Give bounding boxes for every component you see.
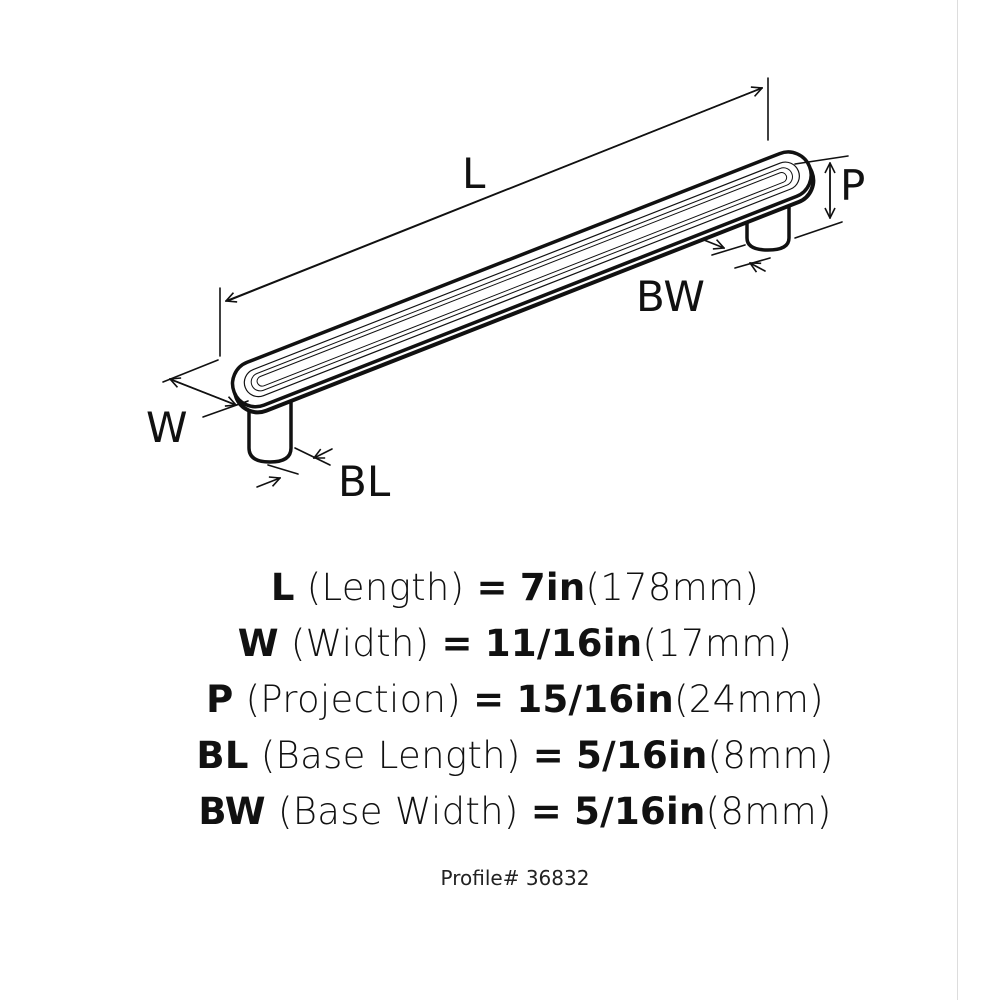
spec-abbr: L [270,566,295,609]
spec-equals: = [530,790,563,833]
spec-metric: (8mm) [705,790,832,833]
label-bl: BL [338,457,391,506]
label-p: P [840,161,865,210]
spec-metric: (178mm) [585,566,760,609]
bw-arrow-right [750,263,766,271]
spec-abbr: BW [198,790,266,833]
profile-number: Profile# 36832 [440,866,590,890]
spec-name: (Length) [306,566,465,609]
spec-name: (Width) [290,622,430,665]
spec-abbr: BL [196,734,249,777]
spec-width: W (Width) = 11/16in(17mm) [0,616,1000,672]
spec-metric: (8mm) [707,734,834,777]
label-bw: BW [636,272,705,321]
spec-imperial: 15/16in [516,678,675,721]
w-extension-bottom [202,400,249,418]
p-extension-bottom [794,221,843,239]
spec-length: L (Length) = 7in(178mm) [0,560,1000,616]
spec-base-length: BL (Base Length) = 5/16in(8mm) [0,728,1000,784]
bl-arrow-right [314,448,333,459]
handle-drawing: L P BW W BL [146,77,865,506]
specifications: L (Length) = 7in(178mm) W (Width) = 11/1… [0,560,1000,840]
spec-abbr: P [206,678,234,721]
spec-name: (Base Width) [277,790,519,833]
spec-name: (Base Length) [260,734,521,777]
spec-imperial: 5/16in [574,790,706,833]
label-l: L [462,149,486,198]
spec-abbr: W [237,622,279,665]
spec-metric: (24mm) [674,678,824,721]
bl-arrow-left [256,478,280,488]
spec-equals: = [441,622,473,665]
spec-name: (Projection) [245,678,461,721]
spec-equals: = [532,734,564,777]
spec-imperial: 5/16in [576,734,708,777]
p-extension-top [794,155,849,165]
spec-equals: = [476,566,508,609]
image-border [957,0,958,1000]
label-w: W [146,403,188,452]
spec-metric: (17mm) [642,622,793,665]
spec-imperial: 7in [519,566,586,609]
bw-arrow-left [703,240,724,248]
spec-imperial: 11/16in [484,622,643,665]
handle-bar [230,150,816,415]
spec-base-width: BW (Base Width) = 5/16in(8mm) [0,784,1000,840]
spec-equals: = [473,678,505,721]
spec-projection: P (Projection) = 15/16in(24mm) [0,672,1000,728]
